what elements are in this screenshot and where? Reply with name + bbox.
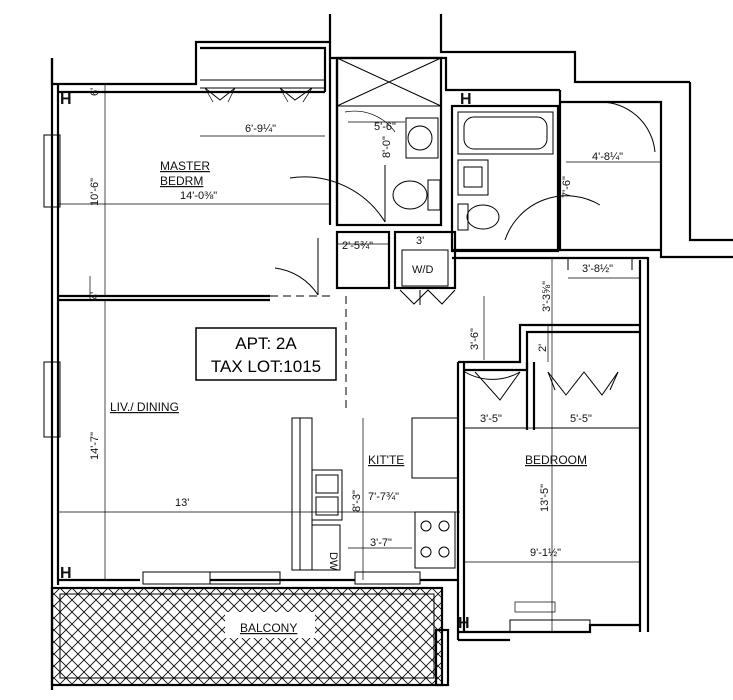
dim-small-4: 4' xyxy=(89,292,101,300)
room-master-line2: BEDRM xyxy=(160,174,203,188)
windows xyxy=(43,134,591,633)
dim-kitchen-3-7: 3'-7" xyxy=(370,537,392,549)
dim-bed-width: 9'-1½" xyxy=(530,547,561,559)
wd-closet xyxy=(335,230,457,305)
room-kitchen: KIT'TE xyxy=(368,453,404,467)
h-marks: H H H H xyxy=(60,91,472,632)
master-door-swing xyxy=(274,165,386,296)
bedroom-closets xyxy=(458,323,640,430)
room-labels: MASTER BEDRM LIV./ DINING KIT'TE BEDROOM… xyxy=(110,159,587,635)
apt-number: APT: 2A xyxy=(235,334,297,353)
dim-bath2-depth: 7'-6" xyxy=(561,176,573,198)
dim-kitchen-7-7: 7'-7¾" xyxy=(368,491,399,503)
dim-hall-width: 3'-8½" xyxy=(582,263,613,275)
room-living-dining: LIV./ DINING xyxy=(110,400,179,414)
dim-bath1-width: 5'-6" xyxy=(374,121,396,133)
tax-lot: TAX LOT:1015 xyxy=(211,357,321,376)
dim-kitchen-8-3: 8'-3" xyxy=(351,490,363,512)
room-bedroom: BEDROOM xyxy=(525,453,587,467)
dim-liv-depth: 14'-7" xyxy=(89,432,101,460)
dim-master-width: 14'-0⅜" xyxy=(180,190,217,202)
label-dw: DW xyxy=(327,552,339,571)
room-master-line1: MASTER xyxy=(160,159,210,173)
kitchen xyxy=(291,417,459,571)
balcony xyxy=(50,586,450,687)
dimension-lines xyxy=(58,84,660,632)
dim-wd-small: 3' xyxy=(416,235,424,247)
hall-walls xyxy=(452,102,661,270)
h-mark-4: H xyxy=(458,615,470,632)
h-mark-2: H xyxy=(460,91,472,108)
dim-small-6: 6' xyxy=(89,88,101,96)
h-mark-1: H xyxy=(60,91,72,108)
dim-bath2-width: 4'-8¼" xyxy=(592,151,623,163)
apartment-label-box: APT: 2A TAX LOT:1015 xyxy=(195,327,337,381)
dim-bath1-depth: 8'-0" xyxy=(381,136,393,158)
dim-closet-5-5: 5'-5" xyxy=(570,413,592,425)
label-wd: W/D xyxy=(412,264,433,276)
dim-liv-width: 13' xyxy=(175,497,189,509)
dim-closet-small: 2'-5¾" xyxy=(342,240,373,252)
dimension-texts: 6'-9¼" 14'-0⅜" 10'-6" 5'-6" 8'-0" 2'-5¾"… xyxy=(89,88,623,571)
room-balcony: BALCONY xyxy=(240,621,297,635)
h-mark-3: H xyxy=(60,565,72,582)
dim-hall-depth: 3'-3⅝" xyxy=(541,281,553,312)
bath-1 xyxy=(335,56,443,227)
dim-bed-depth: 13'-5" xyxy=(539,484,551,512)
dim-closet-3-5: 3'-5" xyxy=(480,413,502,425)
dim-hall-3-6: 3'-6" xyxy=(469,328,481,350)
dim-master-closet: 6'-9¼" xyxy=(245,123,276,135)
dim-bed-closet-depth: 2' xyxy=(537,344,549,352)
bath-2 xyxy=(450,101,656,253)
dim-master-depth: 10'-6" xyxy=(89,178,101,206)
